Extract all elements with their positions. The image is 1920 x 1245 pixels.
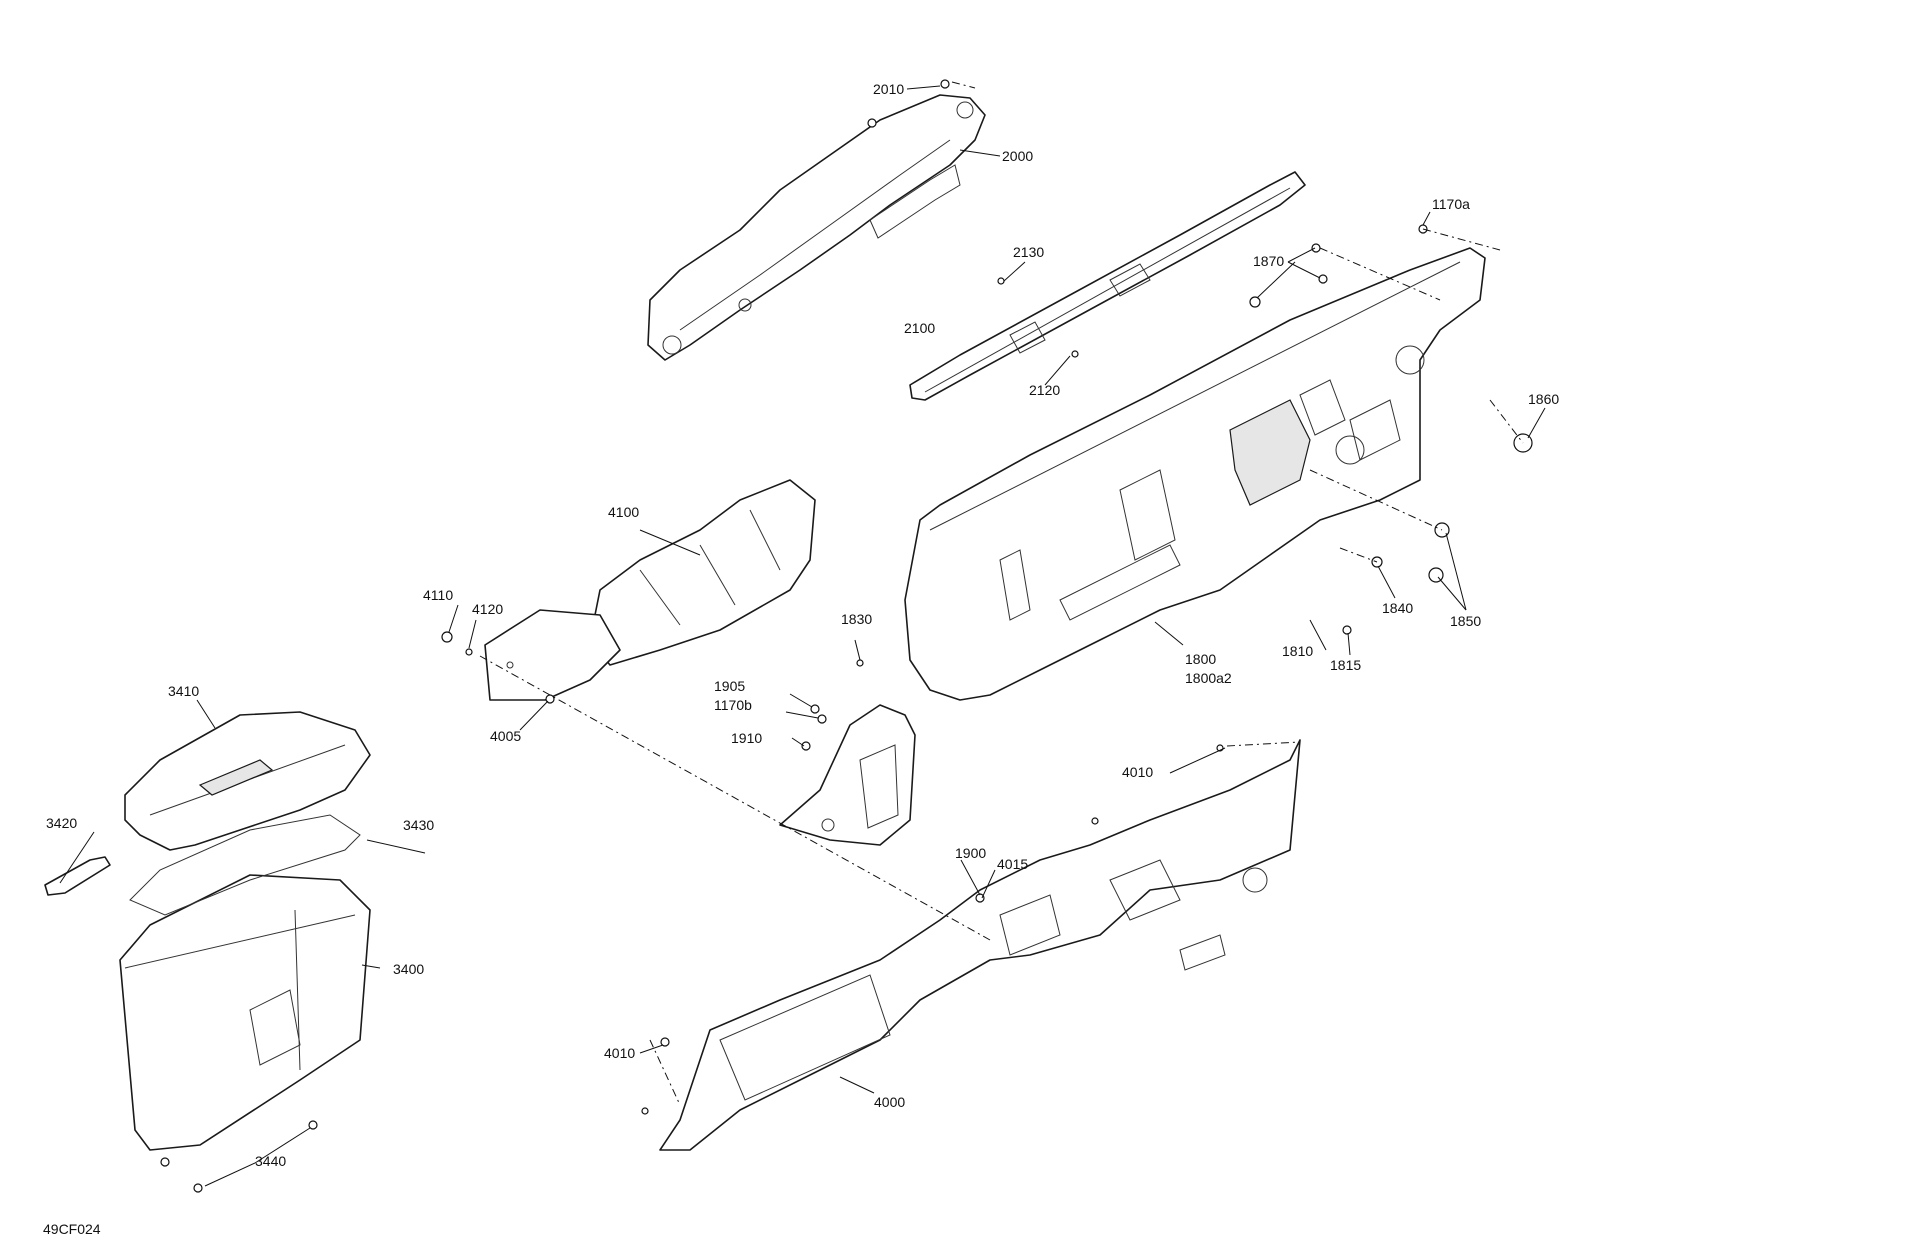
callout-4015: 4015 bbox=[997, 856, 1028, 872]
callout-2130: 2130 bbox=[1013, 244, 1044, 260]
part-1830-bracket bbox=[779, 704, 916, 846]
part-4000-lower-panel bbox=[659, 739, 1301, 1151]
callout-4000: 4000 bbox=[874, 1094, 905, 1110]
callout-3420: 3420 bbox=[46, 815, 77, 831]
callout-2120: 2120 bbox=[1029, 382, 1060, 398]
callout-1860: 1860 bbox=[1528, 391, 1559, 407]
callout-1905: 1905 bbox=[714, 678, 745, 694]
part-3410-lid bbox=[124, 711, 371, 851]
drawing-reference: 49CF024 bbox=[43, 1221, 101, 1237]
callout-4010-upper: 4010 bbox=[1122, 764, 1153, 780]
part-3420-handle bbox=[44, 856, 111, 896]
part-4100-cover bbox=[589, 479, 816, 666]
callout-4120: 4120 bbox=[472, 601, 503, 617]
callout-1810: 1810 bbox=[1282, 643, 1313, 659]
callout-3440: 3440 bbox=[255, 1153, 286, 1169]
callout-2100: 2100 bbox=[904, 320, 935, 336]
callout-1815: 1815 bbox=[1330, 657, 1361, 673]
callout-2000: 2000 bbox=[1002, 148, 1033, 164]
callout-3430: 3430 bbox=[403, 817, 434, 833]
callout-4005: 4005 bbox=[490, 728, 521, 744]
callout-1850: 1850 bbox=[1450, 613, 1481, 629]
part-3400-storage-box bbox=[119, 874, 371, 1151]
callout-1800: 1800 bbox=[1185, 651, 1216, 667]
callout-3410: 3410 bbox=[168, 683, 199, 699]
callout-1840: 1840 bbox=[1382, 600, 1413, 616]
leader-lines bbox=[59, 85, 1546, 1187]
callout-4110: 4110 bbox=[423, 587, 453, 603]
callout-1900: 1900 bbox=[955, 845, 986, 861]
part-3430-seal bbox=[129, 814, 361, 916]
callout-4100: 4100 bbox=[608, 504, 639, 520]
part-1800-main-panel bbox=[904, 247, 1486, 701]
callout-labels: 2010 2000 2130 2100 2120 1170a 1870 1860… bbox=[43, 81, 1559, 1237]
callout-4010-lower: 4010 bbox=[604, 1045, 635, 1061]
assembly-lines bbox=[479, 81, 1524, 1106]
callout-2010: 2010 bbox=[873, 81, 904, 97]
callout-3400: 3400 bbox=[393, 961, 424, 977]
callout-1910: 1910 bbox=[731, 730, 762, 746]
part-4005-plate bbox=[484, 609, 621, 701]
part-2100-rail bbox=[909, 171, 1306, 401]
callout-1830: 1830 bbox=[841, 611, 872, 627]
callout-1800a2: 1800a2 bbox=[1185, 670, 1232, 686]
callout-1170b: 1170b bbox=[714, 697, 752, 713]
callout-1870: 1870 bbox=[1253, 253, 1284, 269]
part-2000-bracket bbox=[647, 94, 986, 361]
callout-1170a: 1170a bbox=[1432, 196, 1470, 212]
